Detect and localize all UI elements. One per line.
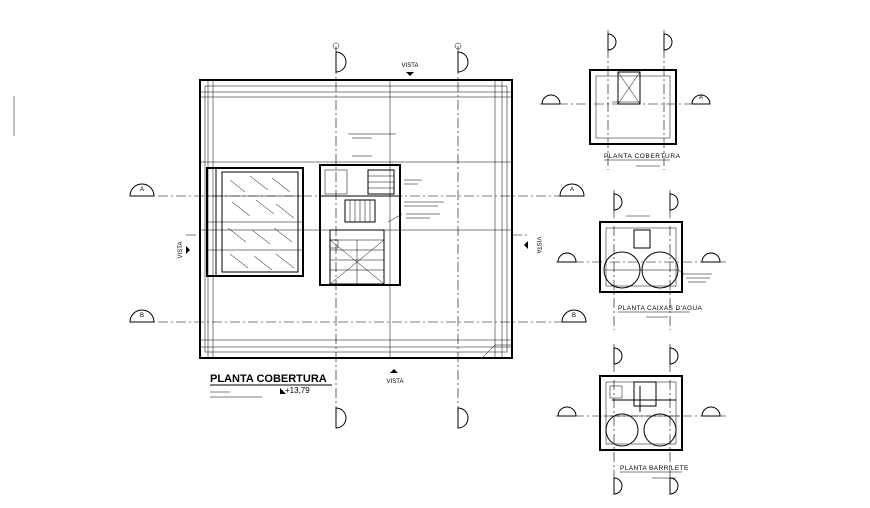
svg-text:VISTA: VISTA [387,379,404,385]
svg-text:VISTA: VISTA [178,242,184,259]
detail-barrilete-title: PLANTA BARRILETE [620,465,689,472]
svg-text:A: A [570,187,574,193]
main-plan-level: +13,79 [285,386,310,395]
svg-text:VISTA: VISTA [535,237,541,254]
detail-planta-cobertura: A PLANTA COBERTURA [540,30,711,170]
section-marker-top [332,42,469,429]
svg-text:A: A [699,95,703,101]
vista-marker-right: VISTA [524,237,541,254]
skylight-glazing [206,167,304,277]
stair-core [319,164,401,286]
section-marker-a-right: A [559,183,585,197]
svg-text:B: B [140,313,144,319]
section-marker-b-right: B [561,309,587,323]
axis-lines [140,46,572,420]
vista-marker-top: VISTA [402,63,419,76]
roof-outline [199,79,513,359]
vista-marker-left: VISTA [178,242,190,259]
section-marker-a-left: A [129,183,155,197]
detail-cobertura-title: PLANTA COBERTURA [604,153,681,160]
detail-caixas-title: PLANTA CAIXAS D'AGUA [618,305,703,312]
vista-marker-bottom: VISTA [387,369,404,385]
section-marker-b-left: B [129,309,155,323]
svg-text:VISTA: VISTA [402,63,419,69]
detail-planta-caixas-dagua: PLANTA CAIXAS D'AGUA [556,190,726,330]
svg-text:B: B [572,313,576,319]
annotation-leaders [348,133,444,223]
main-roof-plan: A A B B VISTA VISTA [129,42,587,429]
main-plan-title: PLANTA COBERTURA [210,373,327,385]
svg-text:A: A [140,187,144,193]
detail-planta-barrilete: PLANTA BARRILETE [556,344,726,495]
